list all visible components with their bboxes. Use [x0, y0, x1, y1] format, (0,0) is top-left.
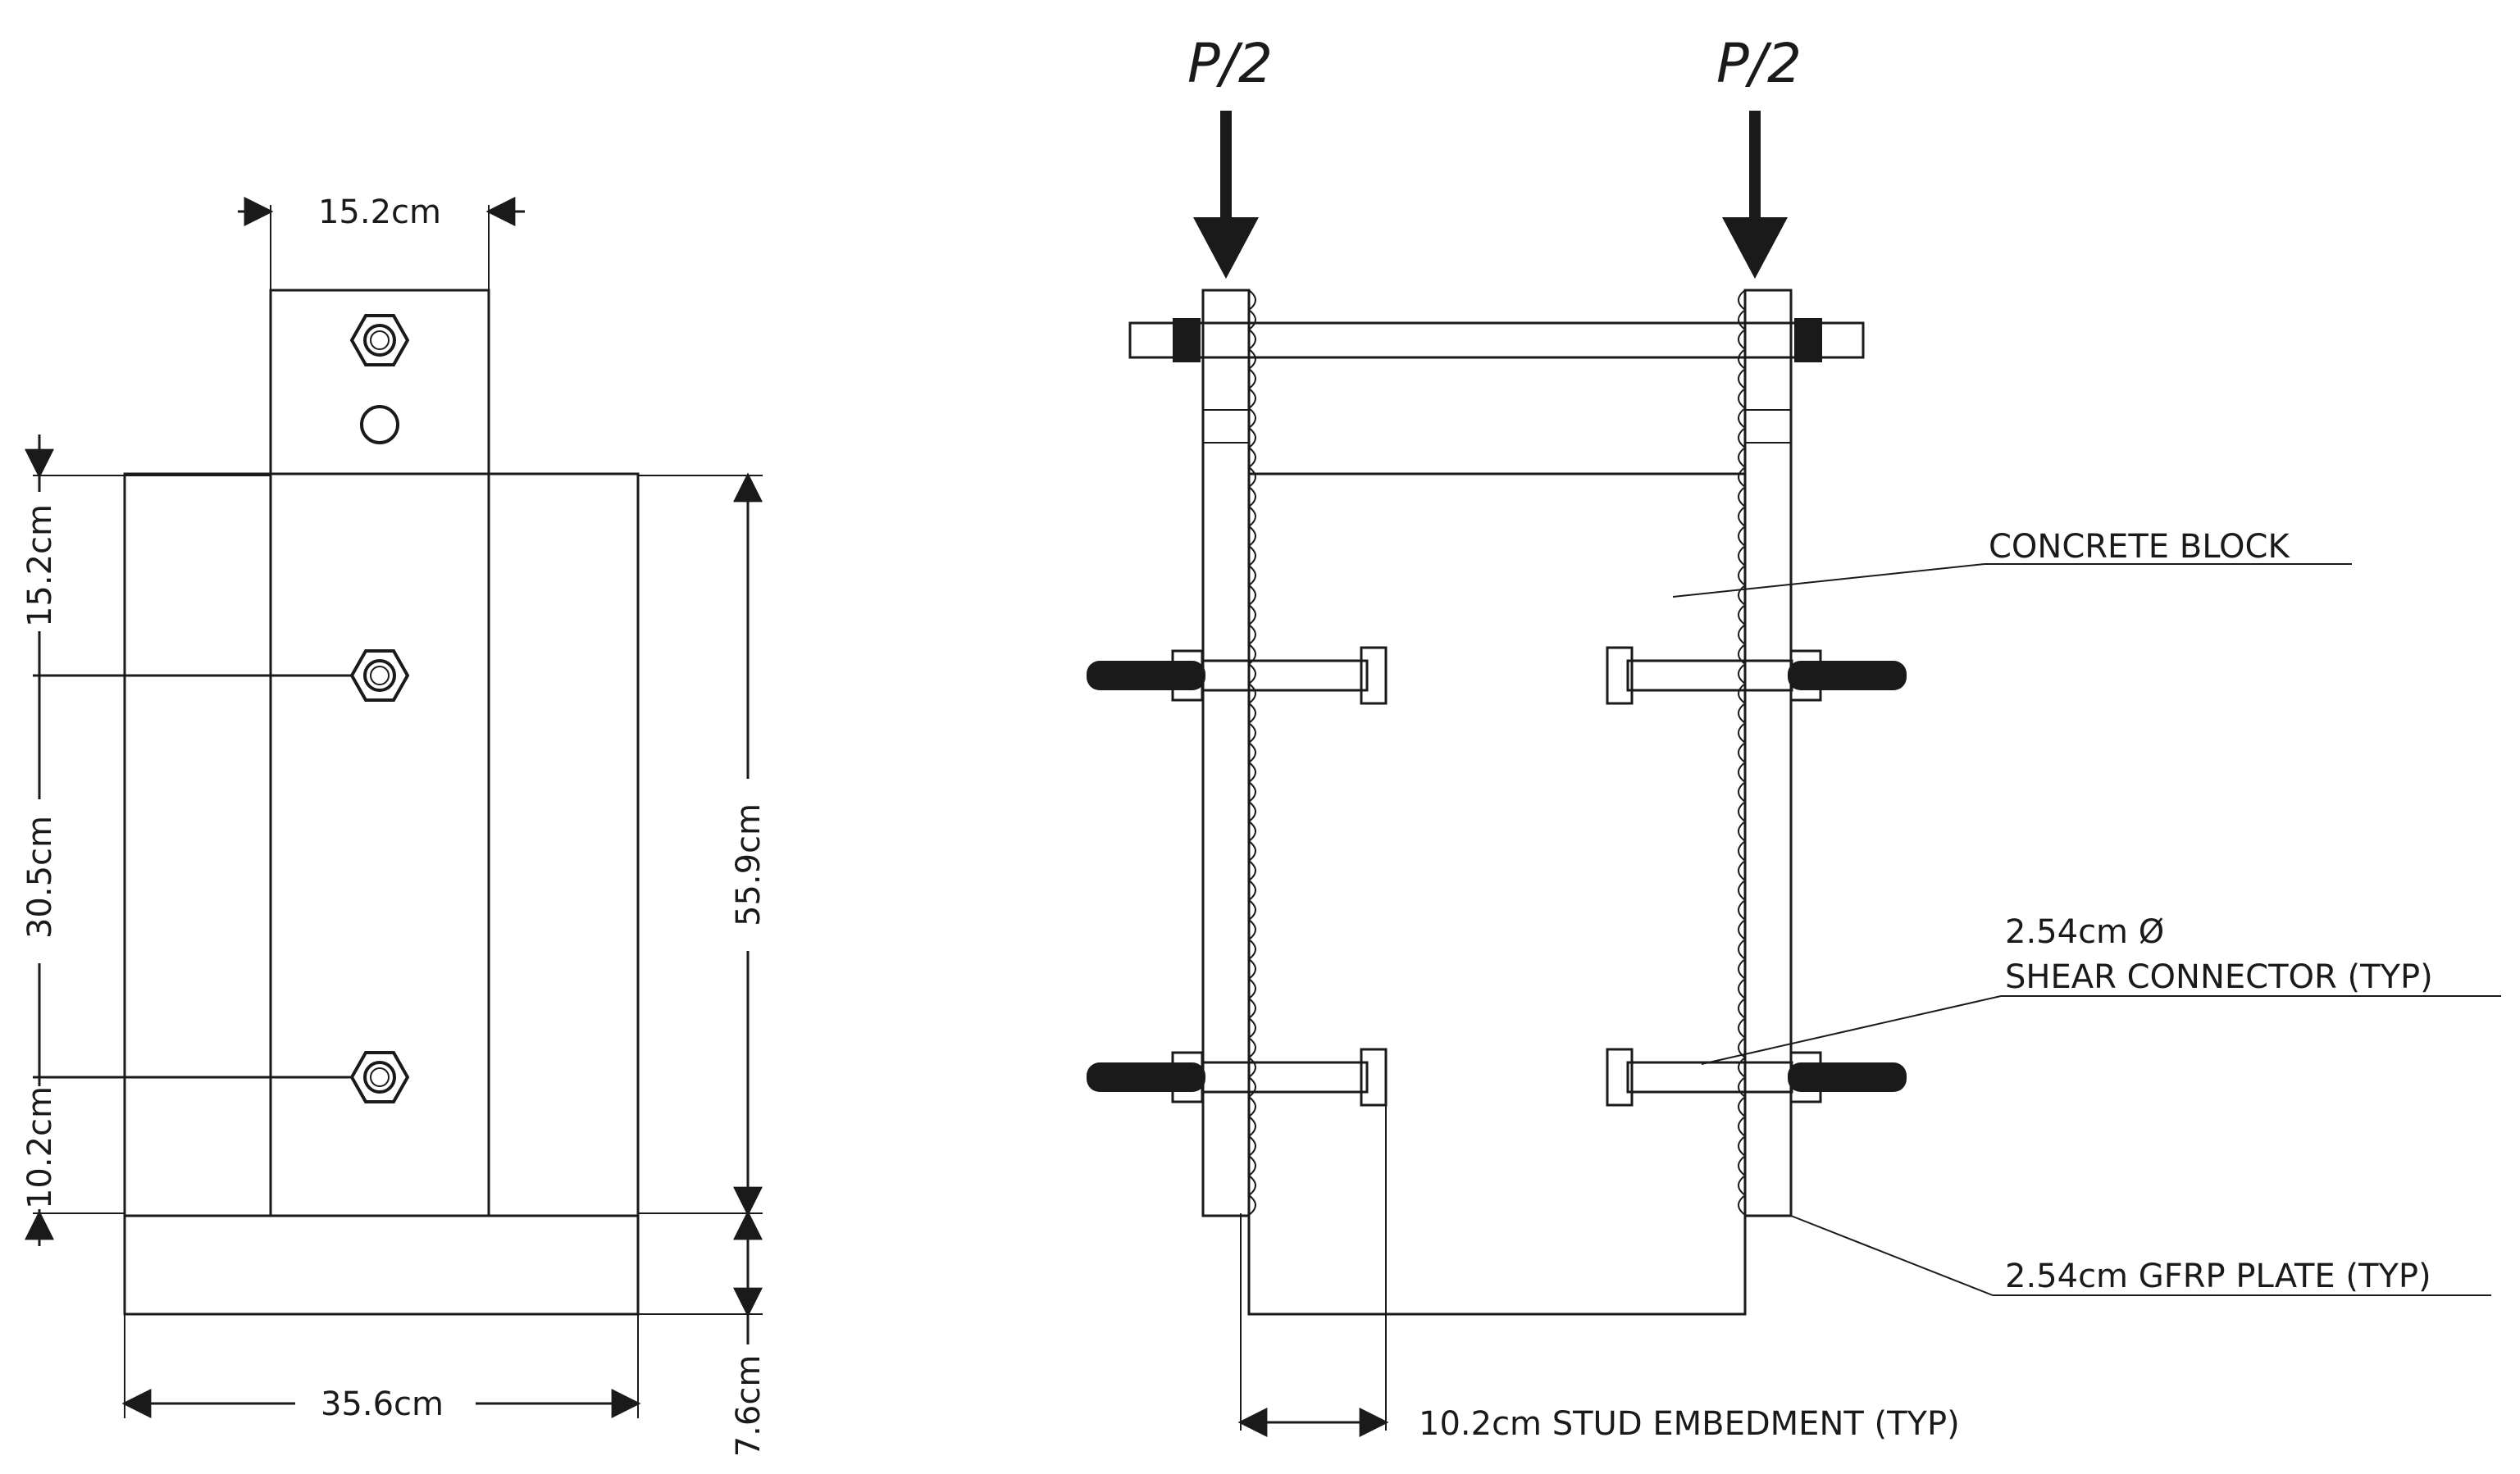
right-section-view: P/2 P/2 [1087, 32, 2501, 1443]
concrete-block-section [1247, 472, 1747, 1316]
top-tie-bar [1128, 321, 1865, 359]
concrete-block-left-face [123, 472, 640, 1316]
label-gfrp-plate: 2.54cm GFRP PLATE (TYP) [2005, 1258, 2431, 1295]
shear-connector-nut-icon [350, 649, 409, 702]
gfrp-plate-front [269, 289, 490, 1217]
gfrp-plate-right [1743, 289, 1793, 1217]
left-side-view: 15.2cm 15.2cm 30.5cm 10.2cm 55.9cm 7.6cm… [21, 193, 768, 1467]
load-arrow-left-icon [1193, 217, 1259, 279]
shear-connector-lower-left [1087, 1048, 1388, 1107]
load-label-left: P/2 [1187, 32, 1273, 95]
label-stud-embedment: 10.2cm STUD EMBEDMENT (TYP) [1419, 1405, 1960, 1443]
tie-bar-nut-left [1173, 318, 1201, 362]
load-arrow-right-icon [1722, 217, 1788, 279]
shear-connector-upper-right [1606, 646, 1907, 705]
dim-base-width: 35.6cm [321, 1385, 444, 1423]
plate-rib-right [1738, 289, 1747, 1216]
dim-base-height: 7.6cm [730, 1355, 768, 1458]
gfrp-plate-left [1201, 289, 1251, 1217]
shear-connector-nut-icon [350, 1051, 409, 1103]
dim-top-spacing: 15.2cm [21, 504, 59, 627]
shear-connector-upper-left [1087, 646, 1388, 705]
label-connector-size: 2.54cm Ø [2005, 913, 2164, 951]
dim-bottom-spacing: 10.2cm [21, 1086, 59, 1209]
plate-rib-left [1247, 289, 1256, 1216]
bolt-hole-icon [360, 405, 399, 444]
top-bolt-icon [350, 314, 409, 366]
load-label-right: P/2 [1716, 32, 1802, 95]
tie-bar-nut-right [1794, 318, 1822, 362]
dim-top-width: 15.2cm [318, 193, 441, 231]
dim-middle-spacing: 30.5cm [21, 816, 59, 939]
label-shear-connector: SHEAR CONNECTOR (TYP) [2005, 958, 2433, 996]
shear-connector-lower-right [1606, 1048, 1907, 1107]
dim-block-height: 55.9cm [730, 803, 768, 926]
label-concrete-block: CONCRETE BLOCK [1989, 528, 2290, 566]
